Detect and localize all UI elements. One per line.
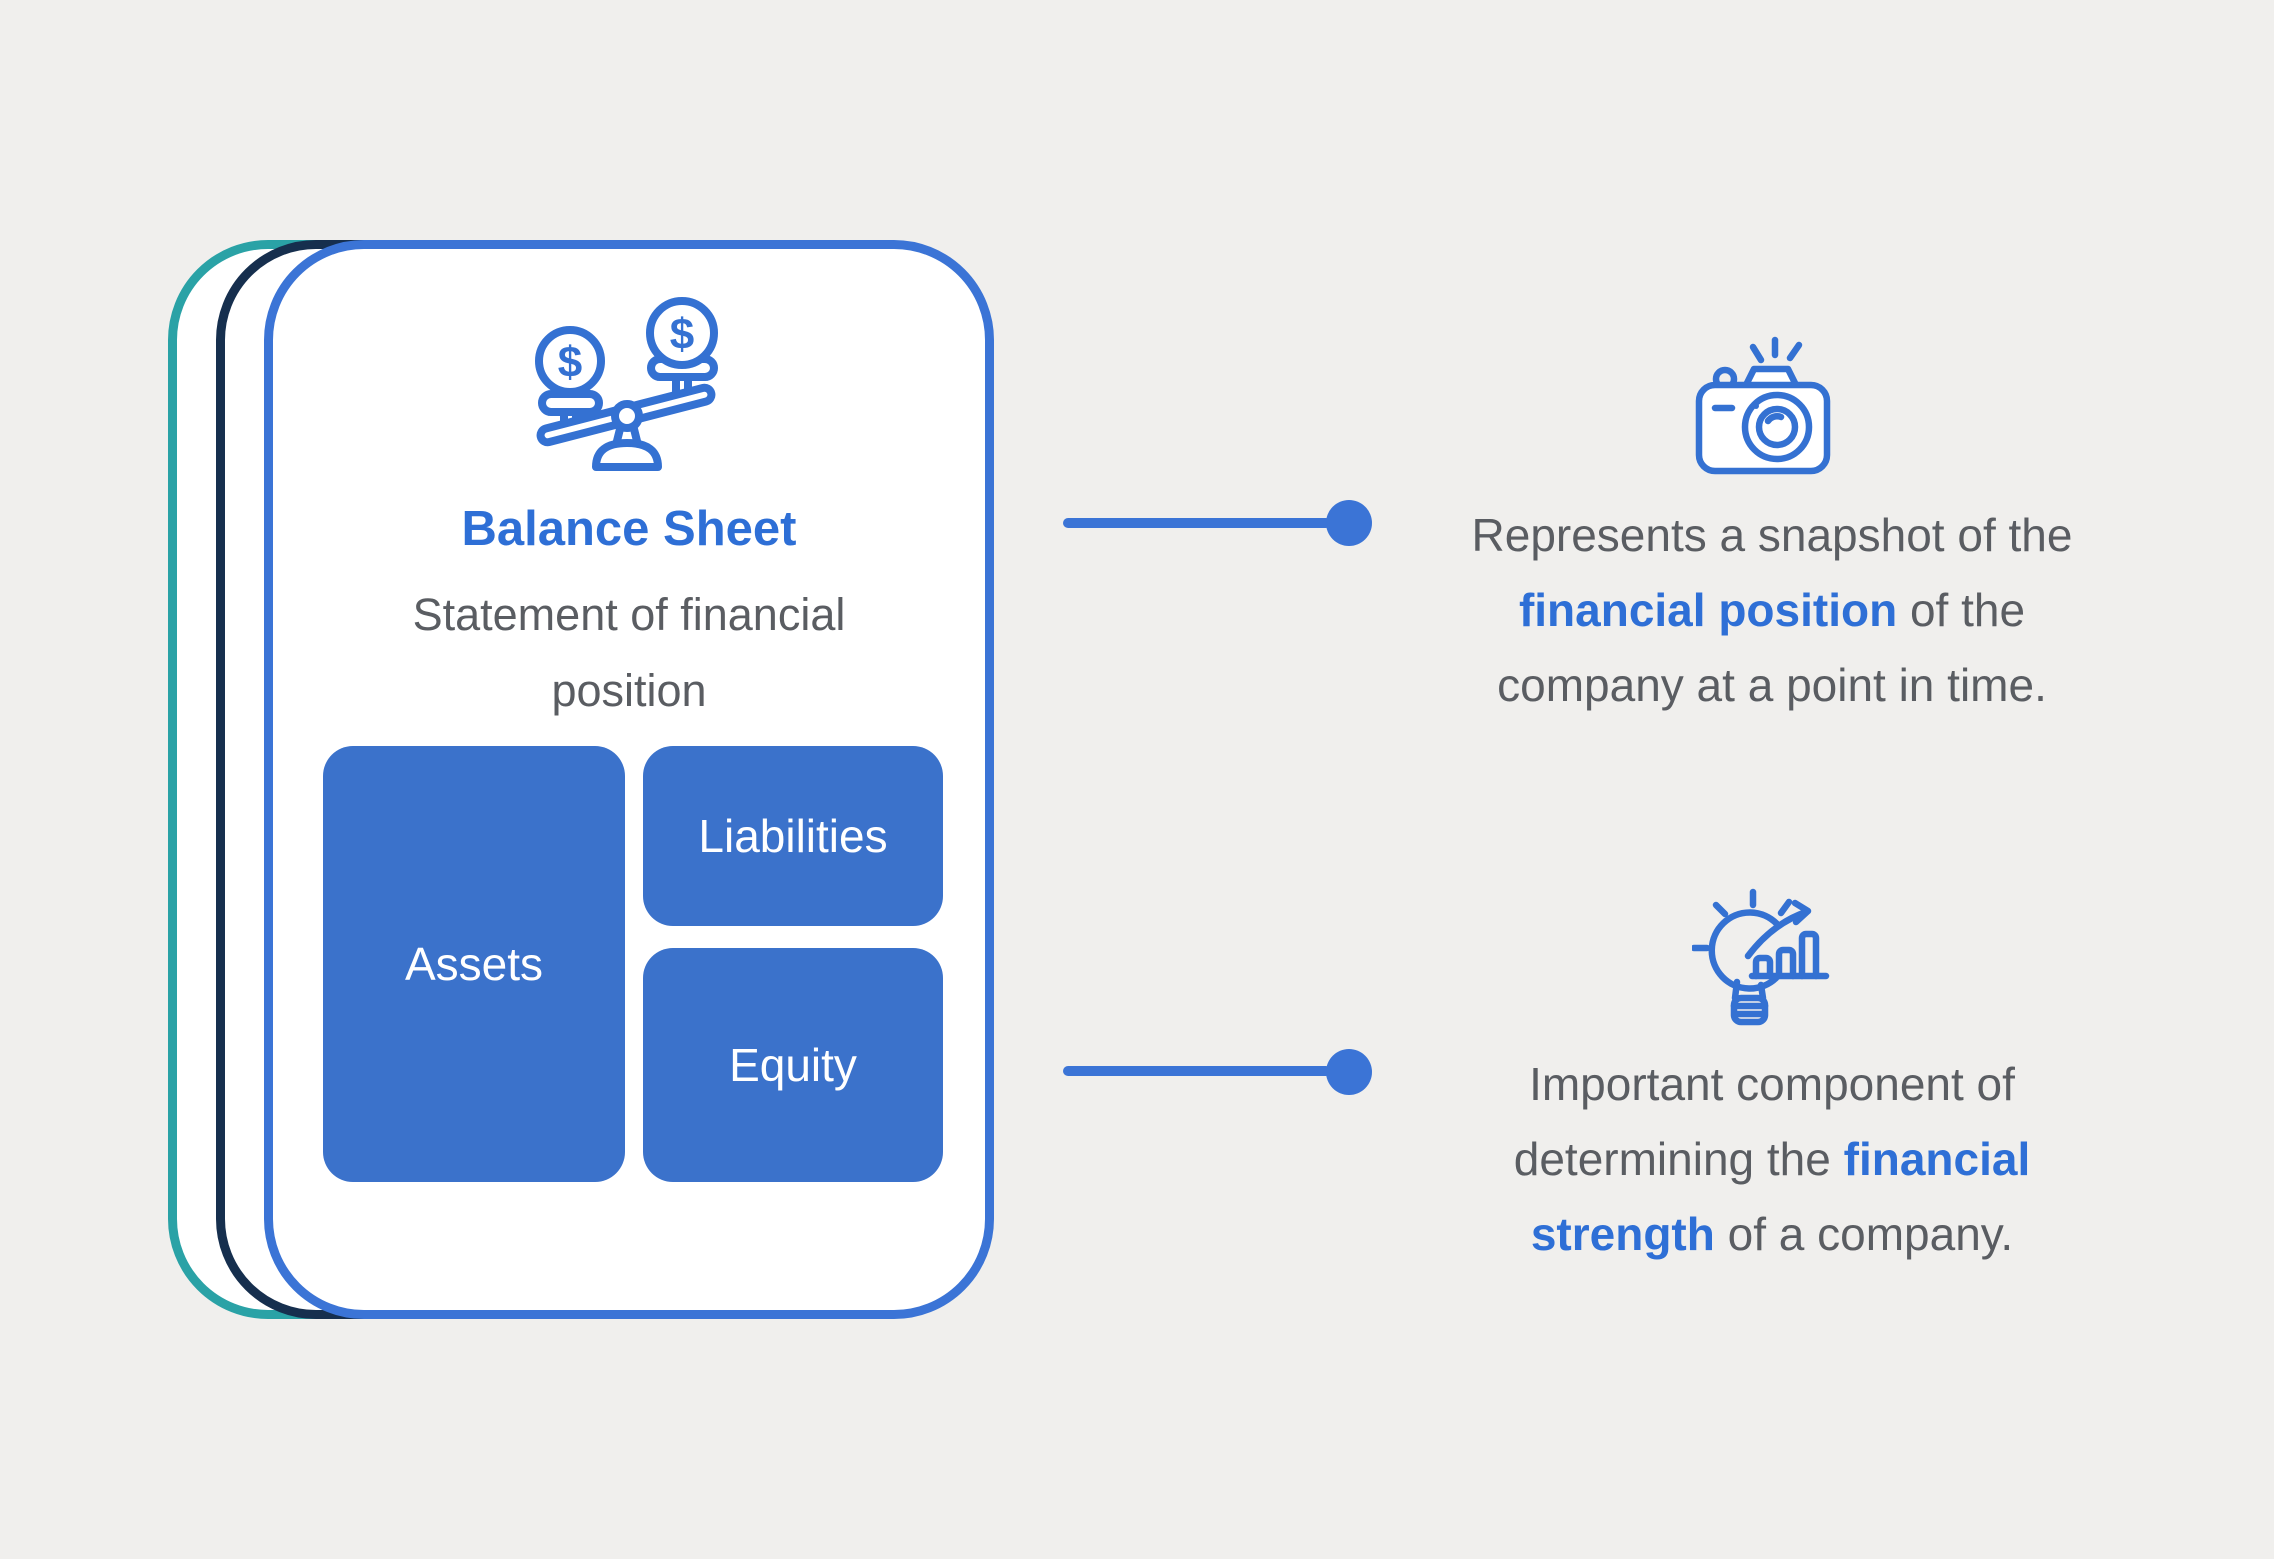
lightbulb-growth-icon <box>1692 888 1830 1026</box>
assets-box: Assets <box>323 746 625 1182</box>
liabilities-box: Liabilities <box>643 746 943 926</box>
annotation-line: financial position of the <box>1372 573 2172 648</box>
connector-line-top <box>1063 518 1331 528</box>
card-title: Balance Sheet <box>461 502 797 556</box>
text-segment-highlight: strength <box>1530 1208 1715 1260</box>
annotation-strength-text: Important component of determining the f… <box>1372 1047 2172 1272</box>
text-segment: determining the <box>1513 1133 1844 1185</box>
annotation-line: strength of a company. <box>1372 1197 2172 1272</box>
connector-dot-bottom <box>1326 1049 1372 1095</box>
camera-icon <box>1695 336 1831 475</box>
dollar-glyph-right: $ <box>670 310 694 359</box>
balance-sheet-box-grid: Assets Liabilities Equity <box>323 746 943 1182</box>
annotation-line: Important component of <box>1372 1047 2172 1122</box>
assets-label: Assets <box>404 938 544 990</box>
connector-line-bottom <box>1063 1066 1331 1076</box>
card-subtitle: Statement of financial position <box>412 589 846 716</box>
text-segment-highlight: financial position <box>1518 584 1898 636</box>
annotation-line: company at a point in time. <box>1372 648 2172 723</box>
liabilities-label: Liabilities <box>698 810 888 862</box>
dollar-glyph-left: $ <box>558 338 582 387</box>
balance-sheet-card: $ $ Balance Sheet Statement of financial… <box>264 240 994 1319</box>
text-segment: Important component of <box>1529 1058 2015 1110</box>
equity-label: Equity <box>729 1039 857 1091</box>
text-segment: Represents a snapshot of the <box>1471 509 2073 561</box>
text-segment: of a company. <box>1714 1208 2014 1260</box>
balance-scale-icon: $ $ <box>535 297 718 471</box>
annotation-snapshot-text: Represents a snapshot of the financial p… <box>1372 498 2172 723</box>
annotation-line: Represents a snapshot of the <box>1372 498 2172 573</box>
annotation-line: determining the financial <box>1372 1122 2172 1197</box>
equity-box: Equity <box>643 948 943 1182</box>
text-segment-highlight: financial <box>1843 1133 2031 1185</box>
text-segment: of the <box>1897 584 2026 636</box>
text-segment: company at a point in time. <box>1497 659 2047 711</box>
connector-dot-top <box>1326 500 1372 546</box>
